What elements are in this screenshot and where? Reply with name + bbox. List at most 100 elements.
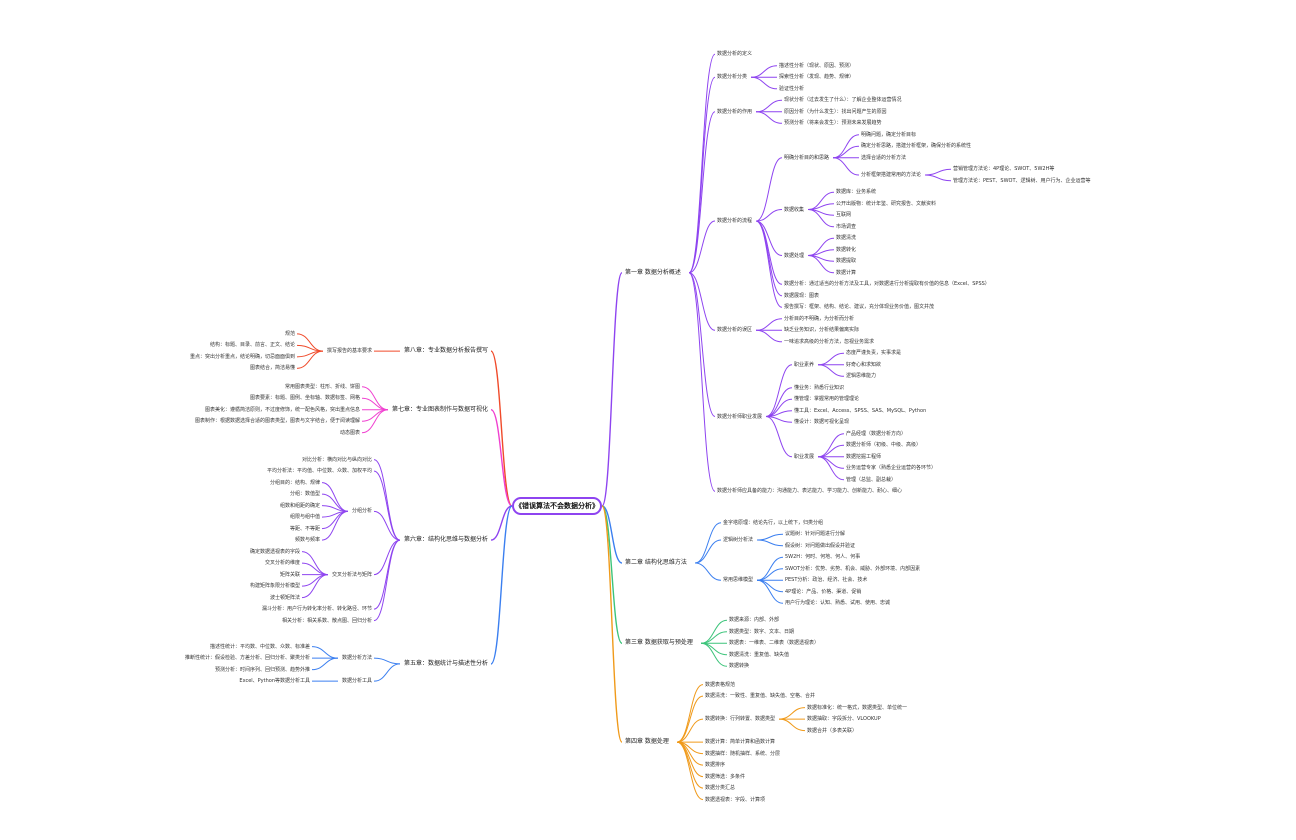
topic-node[interactable]: 数据合并（多表关联） bbox=[807, 727, 858, 734]
chapter-node[interactable]: 第三章 数据获取与预处理 bbox=[625, 639, 693, 647]
topic-node[interactable]: 缺乏业务知识，分析结果偏离实际 bbox=[784, 327, 860, 334]
topic-node[interactable]: 数据透视表：字段、计算项 bbox=[705, 796, 766, 803]
topic-node[interactable]: 交叉分析的维度 bbox=[265, 560, 301, 567]
topic-node[interactable]: 用户行为理论：认知、熟悉、试用、使用、忠诚 bbox=[785, 600, 891, 607]
topic-node[interactable]: 产品经理（数据分析方向） bbox=[846, 430, 907, 437]
chapter-node[interactable]: 第一章 数据分析概述 bbox=[625, 268, 681, 276]
topic-node[interactable]: 态度严谨负责，实事求是 bbox=[846, 350, 902, 357]
topic-node[interactable]: 平均分析法：平均值、中位数、众数、加权平均 bbox=[267, 468, 373, 475]
topic-node[interactable]: 描述性统计：平均数、中位数、众数、标准差 bbox=[210, 643, 311, 650]
topic-node[interactable]: 假设树：对问题做出假设并验证 bbox=[785, 542, 856, 549]
topic-node[interactable]: 选择合适的分析方法 bbox=[861, 154, 907, 161]
topic-node[interactable]: 报告撰写：框架、结构、结论、建议，充分体现业务价值，图文并茂 bbox=[784, 304, 935, 311]
topic-node[interactable]: 公开出版物：统计年鉴、研究报告、文献资料 bbox=[836, 200, 937, 207]
topic-node[interactable]: 好奇心和求知欲 bbox=[846, 361, 882, 368]
topic-node[interactable]: 对比分析：横向对比与纵向对比 bbox=[302, 456, 373, 463]
topic-node[interactable]: 推断性统计：假设检验、方差分析、回归分析、聚类分析 bbox=[185, 655, 311, 662]
topic-node[interactable]: 等距、不等距 bbox=[290, 525, 321, 532]
topic-node[interactable]: 图表结合，简洁易懂 bbox=[250, 365, 296, 372]
chapter-node[interactable]: 第五章：数据统计与描述性分析 bbox=[404, 659, 489, 667]
topic-node[interactable]: 数据提取 bbox=[836, 258, 857, 265]
topic-node[interactable]: 频数与频率 bbox=[295, 537, 321, 544]
topic-node[interactable]: 数据收集 bbox=[784, 206, 805, 213]
topic-node[interactable]: 数据标准化：统一格式，数据类型、单位统一 bbox=[807, 704, 908, 711]
topic-node[interactable]: 明确问题，确定分析目标 bbox=[861, 131, 917, 138]
topic-node[interactable]: 数据转换：行列转置、数据类型 bbox=[705, 716, 776, 723]
topic-node[interactable]: 数据库：业务系统 bbox=[836, 189, 877, 196]
topic-node[interactable]: 数据分析的作用 bbox=[717, 108, 753, 115]
topic-node[interactable]: 数据清洗 bbox=[836, 235, 857, 242]
topic-node[interactable]: 预测分析：时间序列、回归预测、趋势外推 bbox=[215, 666, 311, 673]
topic-node[interactable]: 营销管理方法论：4P理论、SWOT、5W2H等 bbox=[953, 166, 1055, 173]
topic-node[interactable]: 动态图表 bbox=[340, 429, 361, 436]
topic-node[interactable]: 分组分析 bbox=[352, 508, 373, 515]
topic-node[interactable]: 数据清洗：重复值、缺失值 bbox=[729, 651, 790, 658]
topic-node[interactable]: SWOT分析：优势、劣势、机会、威胁、外部环境、内部因素 bbox=[785, 565, 921, 572]
chapter-node[interactable]: 第二章 结构化思维方法 bbox=[625, 559, 687, 567]
topic-node[interactable]: 组数和组距的确定 bbox=[280, 502, 321, 509]
topic-node[interactable]: 懂设计：数据可视化呈现 bbox=[794, 419, 850, 426]
topic-node[interactable]: 数据分类汇总 bbox=[705, 785, 736, 792]
topic-node[interactable]: 数据挖掘工程师 bbox=[846, 453, 882, 460]
topic-node[interactable]: 数据分析工具 bbox=[342, 678, 373, 685]
chapter-node[interactable]: 第六章：结构化思维与数据分析 bbox=[404, 536, 489, 544]
topic-node[interactable]: 探索性分析（发现、趋势、规律） bbox=[779, 74, 855, 81]
topic-node[interactable]: 构建矩阵象限分析模型 bbox=[250, 583, 301, 590]
topic-node[interactable]: 管理方法论：PEST、SWOT、逻辑树、用户行为、企业运营等 bbox=[953, 177, 1091, 184]
root-node[interactable]: 《错误算法不会数据分析》 bbox=[512, 497, 602, 515]
topic-node[interactable]: 数据类型：数字、文本、日期 bbox=[729, 628, 795, 635]
topic-node[interactable]: 数据处理 bbox=[784, 252, 805, 259]
topic-node[interactable]: 分析框架搭建常用的方法论 bbox=[861, 172, 922, 179]
topic-node[interactable]: 分析目的不明确，为分析而分析 bbox=[784, 315, 855, 322]
topic-node[interactable]: 职业发展 bbox=[794, 453, 815, 460]
topic-node[interactable]: 数据分析师职业发展 bbox=[717, 413, 763, 420]
topic-node[interactable]: 图表要素：标题、图例、坐标轴、数据标签、网格 bbox=[250, 395, 361, 402]
topic-node[interactable]: 描述性分析（现状、原因、预测） bbox=[779, 62, 855, 69]
topic-node[interactable]: 议题树：针对问题进行分解 bbox=[785, 531, 846, 538]
topic-node[interactable]: 数据计算 bbox=[836, 269, 857, 276]
topic-node[interactable]: 4P理论：产品、价格、渠道、促销 bbox=[785, 588, 862, 595]
topic-node[interactable]: 确定分析思路，搭建分析框架，确保分析的系统性 bbox=[861, 143, 972, 150]
topic-node[interactable]: 数据分析的流程 bbox=[717, 218, 753, 225]
topic-node[interactable]: 数据分析分类 bbox=[717, 74, 748, 81]
topic-node[interactable]: 结构：标题、目录、前言、正文、结论 bbox=[210, 342, 296, 349]
topic-node[interactable]: 数据分析的定义 bbox=[717, 51, 753, 58]
topic-node[interactable]: 图表美化：遵循简洁原则，不过度修饰，统一配色风格，突出重点信息 bbox=[205, 406, 361, 413]
topic-node[interactable]: 数据分析：通过适当的分析方法及工具，对数据进行分析提取有价值的信息（Excel、… bbox=[784, 281, 990, 288]
topic-node[interactable]: 管理（总监、副总裁） bbox=[846, 476, 897, 483]
topic-node[interactable]: 数据分析师应具备的能力：沟通能力、表达能力、学习能力、创新能力、耐心、细心 bbox=[717, 488, 903, 495]
topic-node[interactable]: 规范 bbox=[285, 330, 296, 337]
topic-node[interactable]: 分组目的：结构、规律 bbox=[270, 479, 321, 486]
topic-node[interactable]: 业务运营专家（熟悉企业运营的各环节） bbox=[846, 465, 937, 472]
topic-node[interactable]: 数据抽取：字段拆分、VLOOKUP bbox=[807, 716, 881, 723]
topic-node[interactable]: 预测分析（将来会发生）：预测未来发展趋势 bbox=[784, 120, 882, 127]
topic-node[interactable]: 数据清洗：一致性、重复值、缺失值、空格、合并 bbox=[705, 693, 816, 700]
topic-node[interactable]: 数据抽样：随机抽样、系统、分层 bbox=[705, 750, 781, 757]
topic-node[interactable]: 市场调查 bbox=[836, 223, 857, 230]
topic-node[interactable]: 逻辑树分析法 bbox=[723, 537, 754, 544]
topic-node[interactable]: 职业素养 bbox=[794, 361, 815, 368]
topic-node[interactable]: 懂业务：熟悉行业知识 bbox=[794, 384, 845, 391]
topic-node[interactable]: 数据展现：图表 bbox=[784, 292, 820, 299]
topic-node[interactable]: 原因分析（为什么发生）：找出问题产生的原因 bbox=[784, 108, 887, 115]
topic-node[interactable]: 金字塔原理：结论先行，以上统下，归类分组 bbox=[723, 519, 824, 526]
topic-node[interactable]: 验证性分析 bbox=[779, 85, 805, 92]
topic-node[interactable]: 数据分析的误区 bbox=[717, 327, 753, 334]
topic-node[interactable]: 数据分析方法 bbox=[342, 655, 373, 662]
topic-node[interactable]: 确定数据透视表的字段 bbox=[250, 548, 301, 555]
topic-node[interactable]: 矩阵关联 bbox=[280, 571, 301, 578]
topic-node[interactable]: 懂管理：掌握常用的管理理论 bbox=[794, 396, 860, 403]
topic-node[interactable]: 互联网 bbox=[836, 212, 852, 219]
topic-node[interactable]: 波士顿矩阵法 bbox=[270, 594, 301, 601]
topic-node[interactable]: 撰写报告的基本要求 bbox=[327, 348, 373, 355]
topic-node[interactable]: 逻辑思维能力 bbox=[846, 373, 877, 380]
topic-node[interactable]: 数据排序 bbox=[705, 762, 726, 769]
topic-node[interactable]: 数据表：一维表、二维表（数据透视表） bbox=[729, 640, 820, 647]
topic-node[interactable]: 数据来源：内部、外部 bbox=[729, 617, 780, 624]
topic-node[interactable]: 交叉分析法与矩阵 bbox=[332, 571, 373, 578]
topic-node[interactable]: 数据转化 bbox=[836, 246, 857, 253]
topic-node[interactable]: 漏斗分析：用户行为转化率分析、转化路径、环节 bbox=[262, 606, 373, 613]
topic-node[interactable]: 图表制作：根据数据选择合适的图表类型，图表与文字结合，便于阅读理解 bbox=[195, 418, 361, 425]
topic-node[interactable]: 一味追求高级的分析方法，忽视业务需求 bbox=[784, 338, 875, 345]
topic-node[interactable]: 组限与组中值 bbox=[290, 514, 321, 521]
